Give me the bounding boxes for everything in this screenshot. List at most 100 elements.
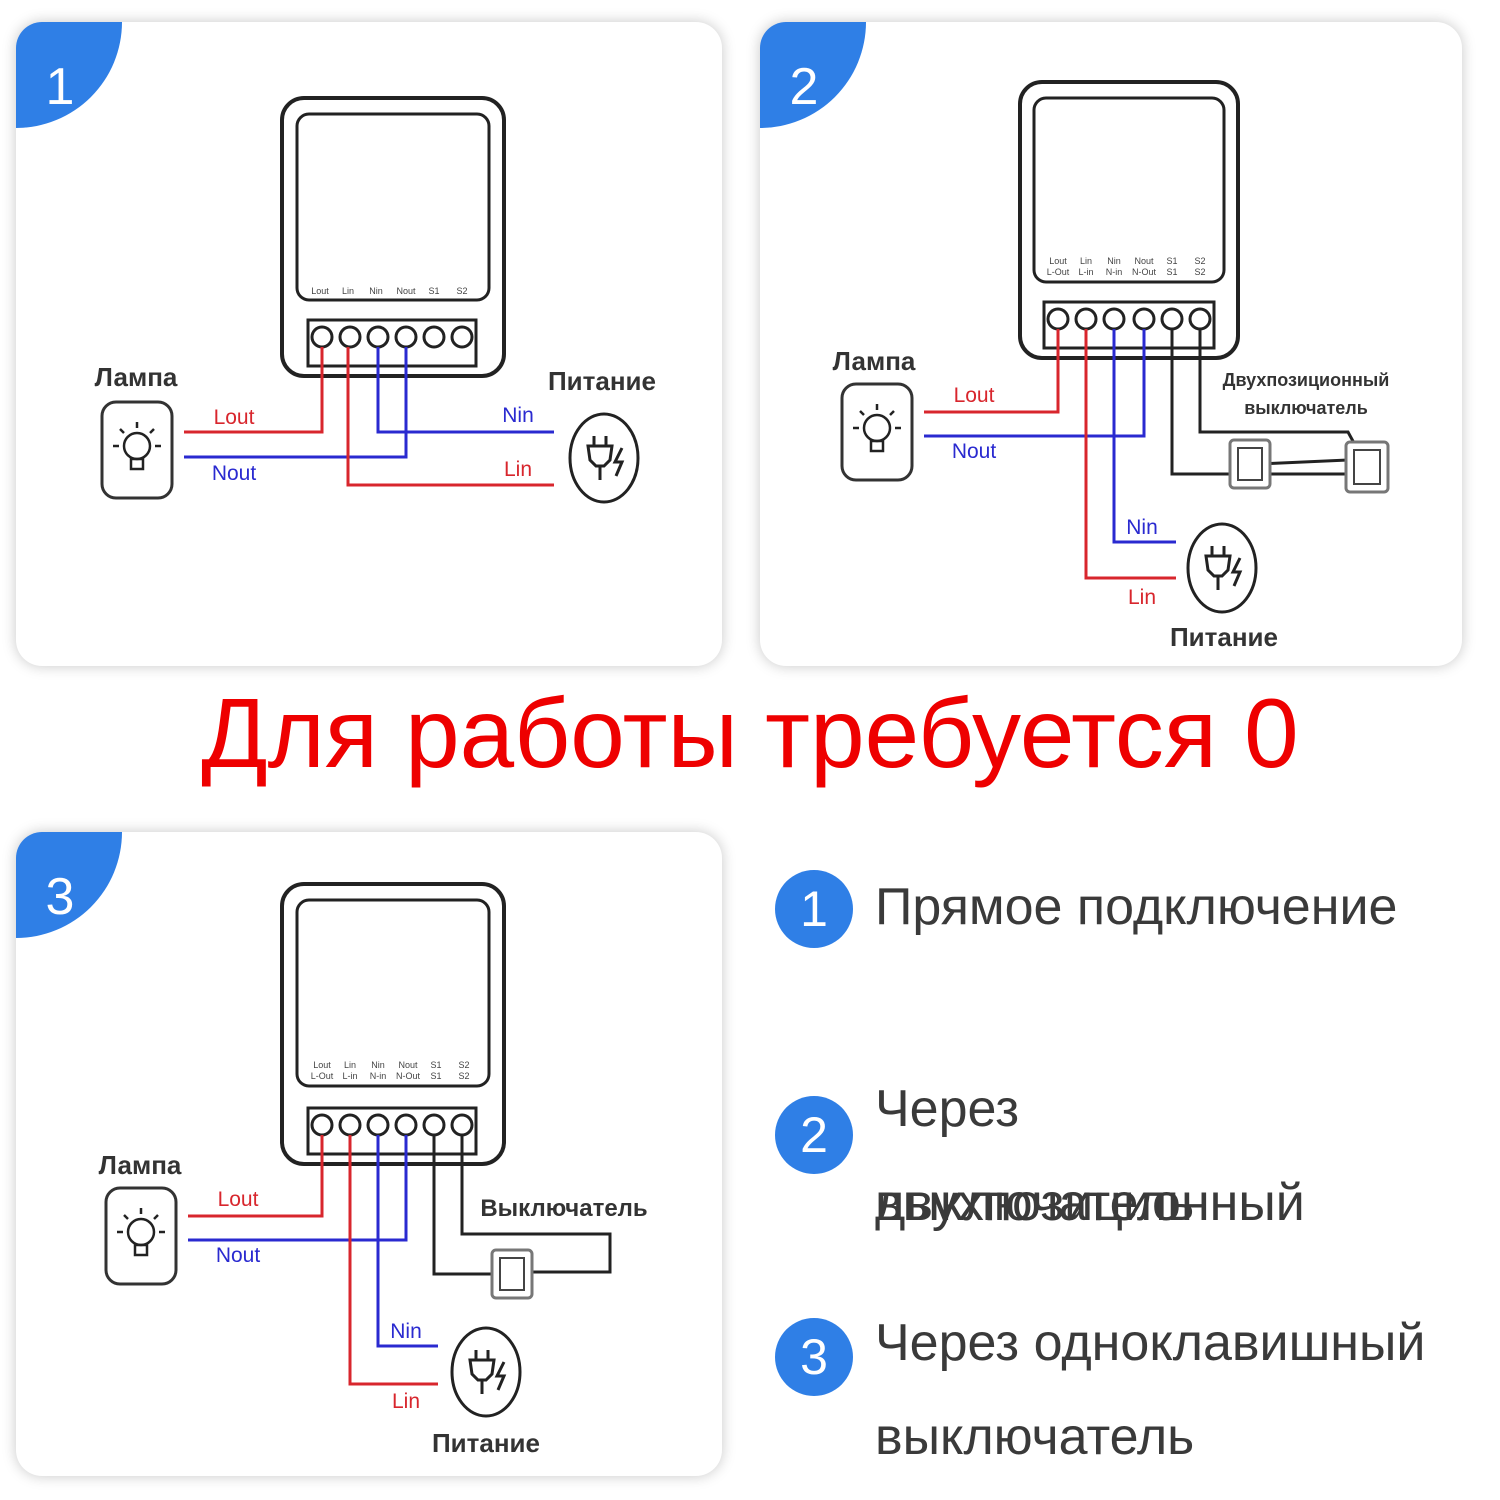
diagram-two-way-svg: 2 Lout Lin Nin Nout S1 S2 L-Out L-in N-i… bbox=[760, 22, 1390, 652]
terminal-label-lin: Lin bbox=[344, 1060, 356, 1070]
terminal-screw bbox=[450, 1113, 474, 1137]
terminal-screw bbox=[1160, 307, 1184, 331]
switch-key bbox=[499, 1257, 525, 1291]
terminal-screw bbox=[310, 1113, 334, 1137]
terminal-block bbox=[306, 318, 478, 368]
wire-label-lout: Lout bbox=[954, 384, 995, 407]
badge-number: 3 bbox=[46, 868, 75, 926]
terminal-label-nin: Nin bbox=[369, 286, 383, 296]
power-ring bbox=[1186, 522, 1258, 614]
legend-text-line1: Через одноклавишный bbox=[875, 1314, 1426, 1372]
relay-module: Lout Lin Nin Nout S1 S2 bbox=[280, 96, 506, 378]
terminal-screw bbox=[1074, 307, 1098, 331]
terminal-label-nin: Nin bbox=[371, 1060, 385, 1070]
wire-lout bbox=[184, 347, 324, 434]
module-face bbox=[1032, 96, 1226, 284]
legend-item-direct: 1 Прямое подключение bbox=[775, 860, 1475, 960]
wire-nout bbox=[924, 329, 1146, 438]
wire-nin bbox=[1112, 329, 1176, 544]
power-source: Питание bbox=[432, 1326, 540, 1458]
wire-nout bbox=[184, 347, 408, 459]
wire-s1 bbox=[1170, 329, 1232, 476]
terminal-screw bbox=[1188, 307, 1212, 331]
terminal-label-s2: S2 bbox=[456, 286, 467, 296]
badge-circle bbox=[16, 832, 122, 938]
badge: 2 bbox=[760, 22, 866, 128]
lamp: Лампа bbox=[99, 1150, 182, 1286]
terminal-block bbox=[1042, 300, 1216, 350]
wire-label-nout: Nout bbox=[216, 1244, 261, 1267]
wire-nout bbox=[188, 1135, 408, 1242]
terminal-sublabel-s1: S1 bbox=[430, 1071, 441, 1081]
module-face bbox=[295, 112, 491, 302]
terminal-sublabel-lout: L-Out bbox=[1047, 267, 1070, 277]
diagram-panel-direct: 1 Lout Lin Nin Nout S1 S2 Lout Nout bbox=[16, 22, 722, 666]
switch-key bbox=[1353, 449, 1381, 485]
terminal-label-lin: Lin bbox=[342, 286, 354, 296]
plug-icon bbox=[1204, 546, 1243, 590]
legend-number-badge: 3 bbox=[775, 1318, 853, 1396]
wire-nin bbox=[376, 1135, 438, 1348]
terminal-sublabel-lin: L-in bbox=[1078, 267, 1093, 277]
power-source: Питание bbox=[1170, 522, 1278, 652]
legend-text-line1: Прямое подключение bbox=[875, 878, 1398, 936]
lamp-label: Лампа bbox=[95, 362, 178, 392]
bulb-icon bbox=[117, 1208, 165, 1257]
lamp-label: Лампа bbox=[99, 1150, 182, 1180]
single-switch bbox=[490, 1248, 534, 1300]
terminal-label-s1: S1 bbox=[1166, 256, 1177, 266]
switch-label: Выключатель bbox=[480, 1195, 647, 1222]
wire-label-nin: Nin bbox=[390, 1320, 422, 1343]
wire-label-lin: Lin bbox=[1128, 586, 1156, 609]
terminal-block bbox=[306, 1106, 478, 1156]
terminal-screw bbox=[422, 1113, 446, 1137]
power-ring bbox=[568, 412, 640, 504]
wire-s2 bbox=[460, 1135, 612, 1274]
badge-circle bbox=[16, 22, 122, 128]
terminal-screw bbox=[450, 325, 474, 349]
terminal-screw bbox=[310, 325, 334, 349]
badge: 1 bbox=[16, 22, 122, 128]
lamp: Лампа bbox=[95, 362, 178, 500]
terminal-screw bbox=[1102, 307, 1126, 331]
terminal-label-s1: S1 bbox=[430, 1060, 441, 1070]
terminal-sublabel-lin: L-in bbox=[342, 1071, 357, 1081]
terminal-sublabel-nout: N-Out bbox=[1132, 267, 1157, 277]
two-way-switch-2 bbox=[1344, 440, 1390, 494]
terminal-label-lin: Lin bbox=[1080, 256, 1092, 266]
badge-number: 2 bbox=[790, 58, 819, 116]
terminal-sublabel-s2: S2 bbox=[458, 1071, 469, 1081]
badge-circle bbox=[760, 22, 866, 128]
terminal-label-nout: Nout bbox=[1134, 256, 1154, 266]
power-source: Питание bbox=[548, 366, 656, 504]
power-ring bbox=[450, 1326, 522, 1418]
relay-module: Lout Lin Nin Nout S1 S2 L-Out L-in N-in … bbox=[1018, 80, 1240, 360]
lamp: Лампа bbox=[833, 346, 916, 482]
bulb-icon bbox=[853, 404, 901, 453]
wires bbox=[188, 1135, 612, 1386]
lamp-box bbox=[100, 400, 174, 500]
terminal-sublabel-lout: L-Out bbox=[311, 1071, 334, 1081]
wire-nin bbox=[376, 347, 554, 434]
legend-text-line1: Через двухпозиционный bbox=[875, 1080, 1305, 1232]
terminal-label-lout: Lout bbox=[311, 286, 329, 296]
terminal-label-nout: Nout bbox=[398, 1060, 418, 1070]
power-label: Питание bbox=[432, 1428, 540, 1458]
two-way-switch-1 bbox=[1228, 438, 1272, 490]
terminal-sublabel-s2: S2 bbox=[1194, 267, 1205, 277]
power-label: Питание bbox=[1170, 622, 1278, 652]
lamp-label: Лампа bbox=[833, 346, 916, 376]
legend-text-line2: выключатель bbox=[875, 1174, 1195, 1232]
switch-label-line2: выключатель bbox=[1244, 398, 1368, 418]
bulb-icon bbox=[113, 422, 161, 471]
terminal-screw bbox=[338, 1113, 362, 1137]
wire-lin bbox=[1084, 329, 1176, 580]
wire-lout bbox=[188, 1135, 324, 1218]
terminal-screw bbox=[338, 325, 362, 349]
headline: Для работы требуется 0 bbox=[201, 678, 1299, 788]
terminal-label-nout: Nout bbox=[396, 286, 416, 296]
wire-s1 bbox=[432, 1135, 502, 1276]
switch-label-line1: Двухпозиционный bbox=[1223, 370, 1390, 390]
diagram-direct-svg: 1 Lout Lin Nin Nout S1 S2 Lout Nout bbox=[16, 22, 656, 504]
wire-label-lout: Lout bbox=[214, 406, 255, 429]
